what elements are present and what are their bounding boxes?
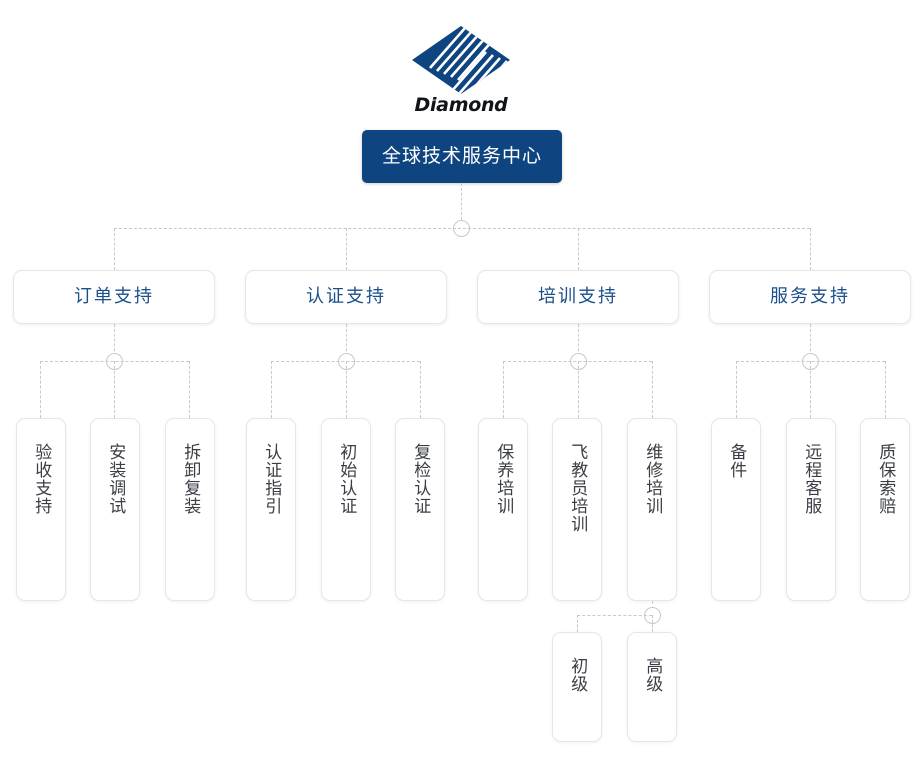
connector-root-down xyxy=(461,183,462,220)
category-label: 订单支持 xyxy=(74,286,154,307)
category-node-service-support[interactable]: 服务支持 xyxy=(709,270,911,324)
connector-g3-drop-1 xyxy=(503,361,504,418)
hub-root xyxy=(453,220,470,237)
leaf-label: 初始认证 xyxy=(336,443,357,515)
hub-repair-training xyxy=(644,607,661,624)
brand-wordmark: Diamond xyxy=(414,94,508,116)
leaf-label: 拆卸复装 xyxy=(180,443,201,515)
leaf-node-initial-certification[interactable]: 初始认证 xyxy=(321,418,371,601)
category-label: 服务支持 xyxy=(770,286,850,307)
leaf-node-remote-customer-service[interactable]: 远程客服 xyxy=(786,418,836,601)
connector-g4-drop-3 xyxy=(885,361,886,418)
category-node-order-support[interactable]: 订单支持 xyxy=(13,270,215,324)
leaf-label: 初级 xyxy=(567,657,588,693)
connector-repair-drop-1 xyxy=(577,615,578,632)
leaf-node-repair-training-advanced[interactable]: 高级 xyxy=(627,632,677,742)
connector-g1-drop-3 xyxy=(189,361,190,418)
hub-group-4 xyxy=(802,353,819,370)
root-node-global-technical-service-center[interactable]: 全球技术服务中心 xyxy=(362,130,562,183)
category-label: 认证支持 xyxy=(306,286,386,307)
connector-g3-drop-3 xyxy=(652,361,653,418)
leaf-node-disassembly-reassembly[interactable]: 拆卸复装 xyxy=(165,418,215,601)
connector-tier1-drop-2 xyxy=(346,228,347,270)
connector-tier1-drop-4 xyxy=(810,228,811,270)
leaf-label: 备件 xyxy=(726,443,747,479)
leaf-node-certification-guidance[interactable]: 认证指引 xyxy=(246,418,296,601)
leaf-label: 认证指引 xyxy=(261,443,282,515)
leaf-node-repair-training[interactable]: 维修培训 xyxy=(627,418,677,601)
category-node-training-support[interactable]: 培训支持 xyxy=(477,270,679,324)
connector-g1-drop-1 xyxy=(40,361,41,418)
leaf-label: 质保索赔 xyxy=(875,443,896,515)
leaf-label: 远程客服 xyxy=(801,443,822,515)
root-node-label: 全球技术服务中心 xyxy=(381,145,542,167)
leaf-node-flight-instructor-training[interactable]: 飞教员培训 xyxy=(552,418,602,601)
connector-tier1-drop-1 xyxy=(114,228,115,270)
hub-group-3 xyxy=(570,353,587,370)
connector-g4-drop-1 xyxy=(736,361,737,418)
connector-g2-drop-3 xyxy=(420,361,421,418)
leaf-node-warranty-claims[interactable]: 质保索赔 xyxy=(860,418,910,601)
leaf-label: 高级 xyxy=(642,657,663,693)
leaf-label: 验收支持 xyxy=(31,443,52,515)
brand-logo: Diamond xyxy=(410,24,512,118)
leaf-label: 保养培训 xyxy=(493,443,514,515)
leaf-label: 飞教员培训 xyxy=(567,443,588,533)
leaf-node-repair-training-beginner[interactable]: 初级 xyxy=(552,632,602,742)
hub-group-2 xyxy=(338,353,355,370)
leaf-node-installation-commissioning[interactable]: 安装调试 xyxy=(90,418,140,601)
category-node-certification-support[interactable]: 认证支持 xyxy=(245,270,447,324)
leaf-node-recheck-certification[interactable]: 复检认证 xyxy=(395,418,445,601)
leaf-label: 维修培训 xyxy=(642,443,663,515)
leaf-node-maintenance-training[interactable]: 保养培训 xyxy=(478,418,528,601)
connector-g2-drop-1 xyxy=(271,361,272,418)
category-label: 培训支持 xyxy=(538,286,618,307)
leaf-label: 复检认证 xyxy=(410,443,431,515)
diamond-logo-icon xyxy=(412,26,510,94)
connector-repair-bus xyxy=(577,615,652,616)
connector-tier1-drop-3 xyxy=(578,228,579,270)
leaf-node-spare-parts[interactable]: 备件 xyxy=(711,418,761,601)
leaf-label: 安装调试 xyxy=(105,443,126,515)
leaf-node-acceptance-support[interactable]: 验收支持 xyxy=(16,418,66,601)
hub-group-1 xyxy=(106,353,123,370)
